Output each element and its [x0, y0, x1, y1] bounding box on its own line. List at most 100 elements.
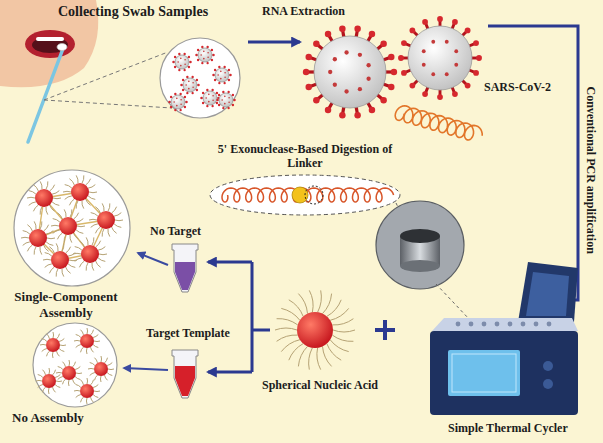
- virus-spike-head: [200, 97, 202, 99]
- virus-body: [215, 68, 229, 82]
- dna-strand: [76, 230, 83, 234]
- virus-dot: [221, 99, 223, 101]
- cycler-lid-panel: [526, 272, 569, 316]
- dna-strand: [91, 224, 98, 228]
- virus-dot: [188, 88, 190, 90]
- virus-dot: [208, 101, 210, 103]
- dna-strand: [76, 373, 82, 375]
- virus-dot: [224, 103, 226, 105]
- cycler-button: [543, 361, 553, 371]
- dna-strand: [44, 225, 49, 231]
- figure-label: No Assembly: [12, 410, 84, 426]
- dna-strand: [21, 237, 29, 239]
- gold-core: [297, 312, 333, 348]
- gold-core: [35, 189, 53, 207]
- virus-spike-head: [410, 28, 416, 34]
- cycler-well: [547, 322, 552, 327]
- microwell-view: [376, 201, 464, 289]
- virus-spike-head: [186, 76, 188, 78]
- dna-strand: [330, 308, 349, 320]
- dna-strand: [49, 247, 54, 253]
- dna-strand: [36, 380, 42, 382]
- virus-spike-head: [212, 54, 214, 56]
- dna-strand: [98, 258, 105, 262]
- virus-dot: [192, 86, 194, 88]
- virus-spike-head: [201, 46, 203, 48]
- dna-strand: [76, 345, 81, 348]
- dna-strand: [58, 367, 63, 370]
- virus-spike-head: [197, 84, 199, 86]
- dna-strand: [63, 379, 66, 384]
- dna-strand: [69, 260, 77, 262]
- dna-strand: [92, 237, 94, 245]
- virus-spike-head: [473, 40, 479, 46]
- dna-strand: [57, 351, 60, 356]
- dna-strand: [66, 267, 71, 273]
- virus-dot: [207, 52, 209, 54]
- assembly-zoom: [14, 170, 130, 286]
- virus-spike-head: [401, 70, 407, 76]
- virus-spike-head: [179, 93, 181, 95]
- virus-dot: [200, 54, 202, 56]
- dna-strand: [27, 197, 35, 199]
- virus-spike-head: [422, 19, 428, 25]
- figure-label: Spherical Nucleic Acid: [262, 378, 378, 392]
- dna-strand: [86, 179, 91, 185]
- process-arrow: [248, 41, 300, 44]
- figure-label: SARS-CoV-2: [484, 80, 551, 94]
- virus-dot: [176, 98, 178, 100]
- dna-strand: [81, 330, 84, 335]
- virus-dot: [205, 97, 207, 99]
- dna-strand: [50, 205, 55, 211]
- dna-strand: [65, 185, 72, 189]
- figure-label: Simple Thermal Cycler: [448, 421, 568, 435]
- dna-strand: [50, 185, 55, 191]
- dna-strand: [101, 356, 103, 362]
- virus-dot: [203, 58, 205, 60]
- dna-strand: [91, 397, 94, 402]
- virus-dot: [344, 89, 348, 93]
- cycler-screen: [448, 350, 520, 396]
- spherical-nucleic-acid: [63, 175, 97, 208]
- dna-strand: [323, 294, 332, 314]
- dna-strand: [34, 247, 36, 255]
- dna-strand: [68, 253, 75, 257]
- dna-strand: [91, 213, 98, 217]
- dna-strand: [330, 340, 349, 352]
- virus-dot: [445, 40, 449, 44]
- virus-body: [183, 78, 197, 92]
- figure-label: RNA Extraction: [262, 4, 345, 18]
- virus-spike-head: [437, 94, 443, 100]
- virus-spike-head: [212, 74, 214, 76]
- virus-spike-head: [325, 107, 331, 113]
- virus-spike-head: [369, 31, 375, 37]
- virus-body: [219, 93, 233, 107]
- virus-spike-head: [185, 101, 187, 103]
- virus-particle: [216, 91, 235, 110]
- dna-strand: [68, 264, 75, 268]
- virus-spike-head: [191, 92, 193, 94]
- virus-spike-head: [410, 83, 416, 89]
- dna-strand: [76, 335, 81, 338]
- virus-spike-head: [437, 16, 443, 22]
- virus-body: [314, 36, 386, 108]
- figure-label: Single-Component Assembly: [4, 289, 128, 320]
- virus-dot: [180, 58, 182, 60]
- virus-dot: [173, 101, 175, 103]
- dna-strand: [95, 207, 100, 213]
- dna-strand: [60, 345, 66, 347]
- dna-strand: [87, 378, 89, 384]
- digestion-callout: [210, 175, 400, 215]
- tube: [172, 350, 198, 398]
- dna-strand: [81, 347, 84, 352]
- purple-solution: [175, 262, 195, 290]
- dna-strand: [56, 243, 58, 251]
- dna-strand: [75, 367, 80, 370]
- gold-core: [81, 245, 99, 263]
- dna-strand: [43, 370, 46, 375]
- dna-strand: [82, 201, 84, 209]
- linker-coil: [222, 188, 394, 202]
- virus-spike-head: [452, 19, 458, 25]
